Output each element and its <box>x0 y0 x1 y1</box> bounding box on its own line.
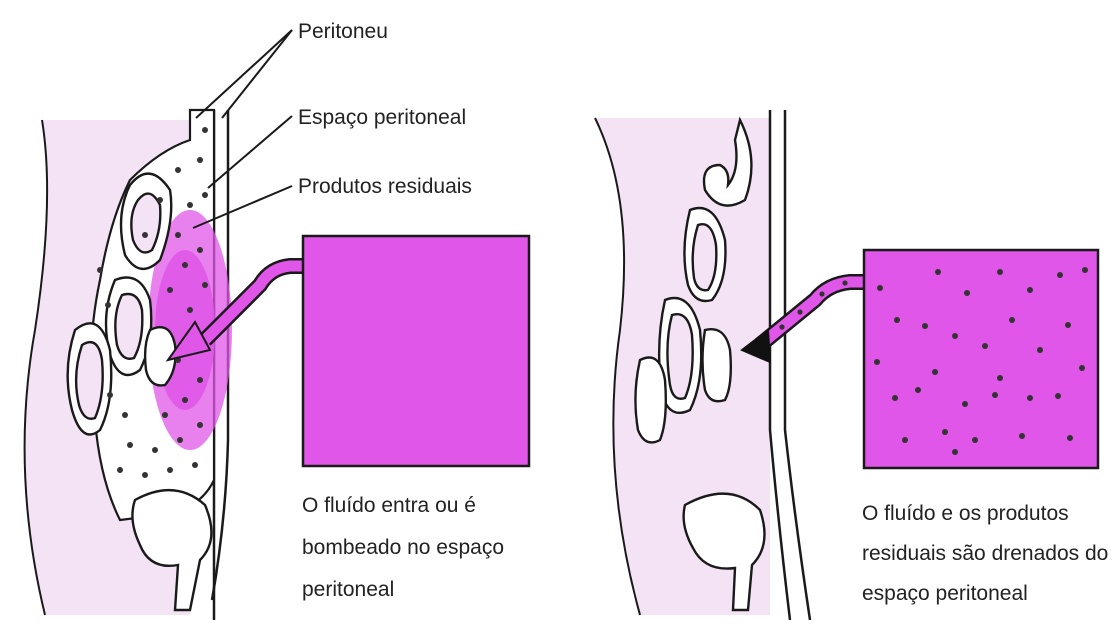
left-caption-line-2: bombeado no espaço <box>302 536 504 559</box>
left-dialysate-bag <box>303 236 529 466</box>
label-waste-products: Produtos residuais <box>298 175 472 198</box>
right-caption-line-3: espaço peritoneal <box>862 582 1028 605</box>
label-peritoneum: Peritoneu <box>298 20 388 43</box>
label-peritoneal-space: Espaço peritoneal <box>298 106 466 129</box>
left-caption-line-3: peritoneal <box>302 578 394 601</box>
right-panel-fluid-out: O fluído e os produtos residuais são dre… <box>595 110 1108 620</box>
right-caption-line-1: O fluído e os produtos <box>862 502 1069 525</box>
left-panel-fluid-in: Peritoneu Espaço peritoneal Produtos res… <box>25 20 529 620</box>
right-abdominal-wall <box>770 110 790 620</box>
left-caption-line-1: O fluído entra ou é <box>302 494 476 517</box>
right-drainage-bag <box>864 250 1098 468</box>
right-caption-line-2: residuais são drenados do <box>862 542 1108 565</box>
